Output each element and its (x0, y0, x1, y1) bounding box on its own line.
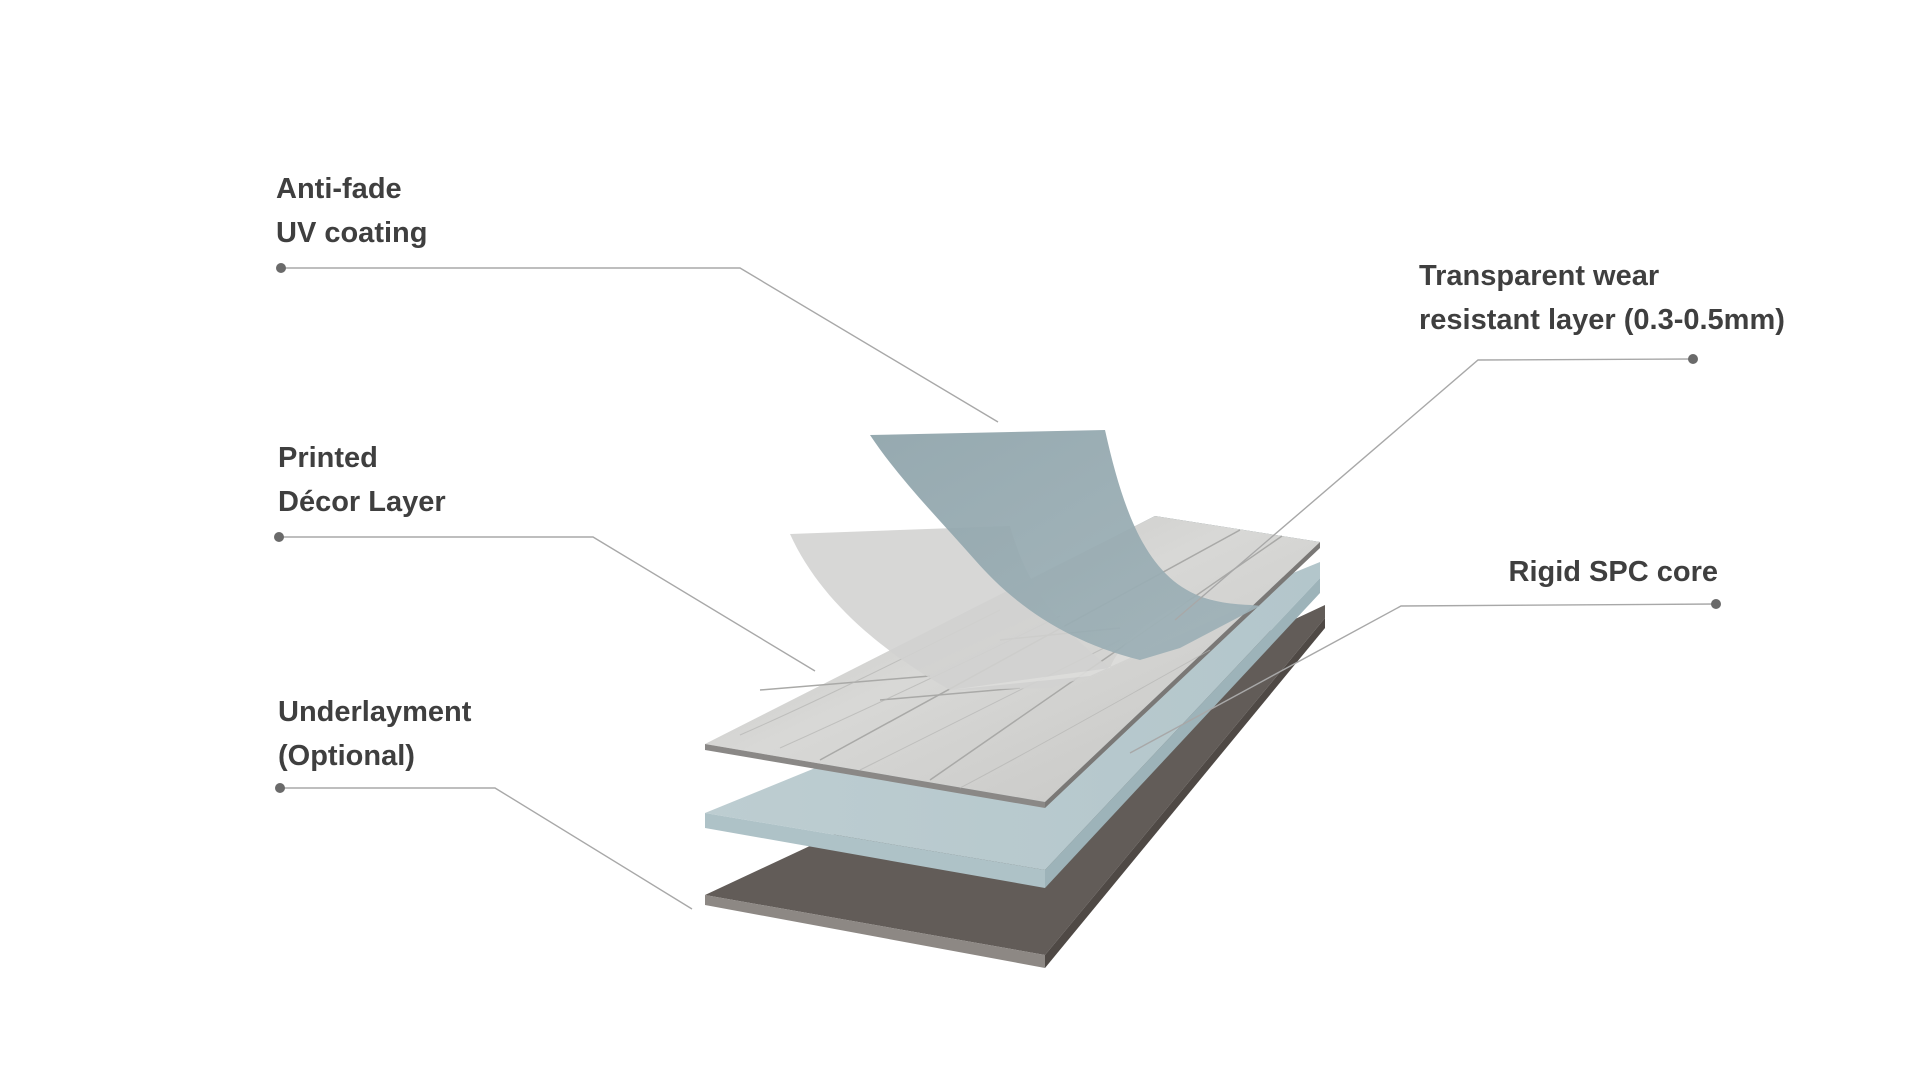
uv-coating-sheet (870, 430, 1260, 660)
spc-core-front-edge (705, 813, 1045, 888)
uv-coating-leader (281, 267, 999, 423)
decor-layer-label-line2: Décor Layer (278, 486, 446, 518)
wear-layer-sheet (790, 526, 1110, 690)
leader-dots (274, 263, 1721, 793)
underlayment-leader (280, 787, 693, 910)
decor-layer-label: Printed Décor Layer (278, 436, 446, 524)
uv-coating-label: Anti-fade UV coating (276, 167, 427, 255)
uv-coating-label-line1: Anti-fade (276, 173, 402, 205)
spc-core-side-edge (1045, 578, 1320, 888)
spc-core-label: Rigid SPC core (1509, 550, 1719, 594)
wear-layer-label-line1: Transparent wear (1419, 260, 1660, 292)
decor-front-edge (705, 744, 1045, 808)
wear-layer-dot (1688, 354, 1698, 364)
uv-coating-dot (276, 263, 286, 273)
spc-core-label-line1: Rigid SPC core (1508, 556, 1719, 588)
underlayment-side-edge (1045, 618, 1325, 968)
decor-layer-label-line1: Printed (278, 442, 378, 474)
decor-layer-dot (274, 532, 284, 542)
underlayment-front-edge (705, 895, 1045, 968)
underlayment-label-line1: Underlayment (278, 696, 472, 728)
underlayment-dot (275, 783, 285, 793)
underlayment-label-line2: (Optional) (278, 740, 415, 772)
spc-core-dot (1711, 599, 1721, 609)
spc-core-leader (1129, 603, 1717, 754)
wear-layer-label: Transparent wear resistant layer (0.3-0.… (1419, 254, 1785, 342)
uv-coating-label-line2: UV coating (276, 217, 428, 249)
wear-layer-leader (1174, 358, 1694, 621)
decor-layer-leader (279, 536, 816, 672)
underlayment-label: Underlayment (Optional) (278, 690, 471, 778)
leader-lines (279, 267, 1717, 910)
wear-layer-label-line2: resistant layer (0.3-0.5mm) (1419, 304, 1785, 336)
